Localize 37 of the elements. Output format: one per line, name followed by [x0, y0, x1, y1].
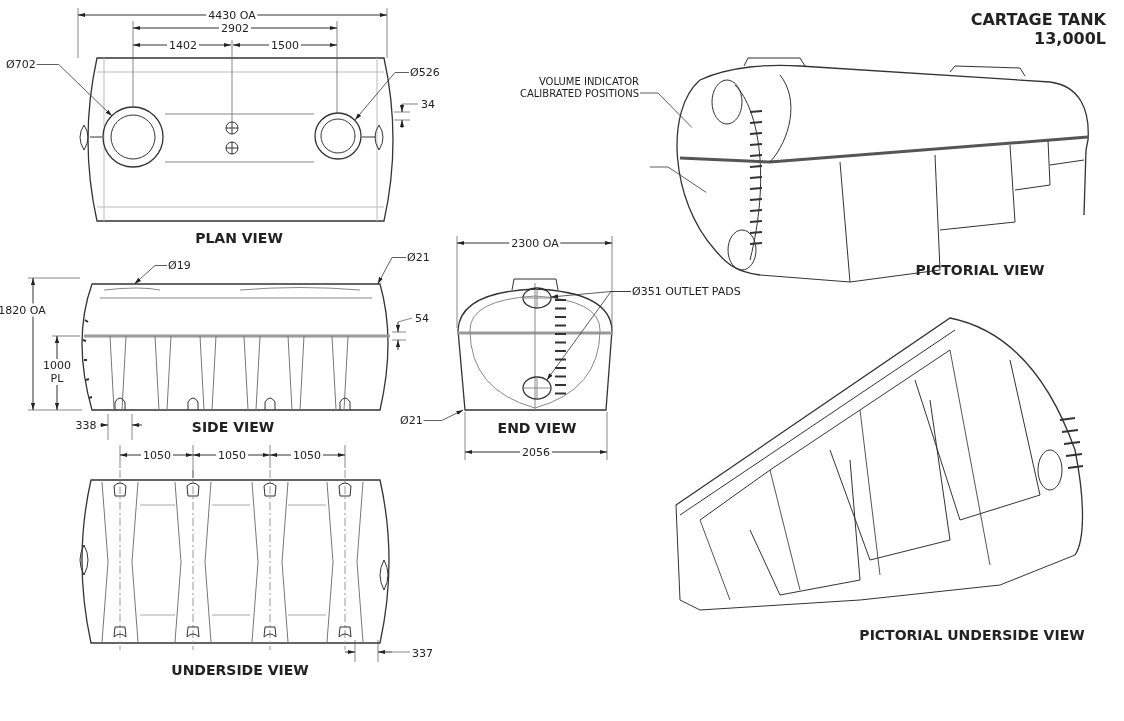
dimension-value: 4430 OA — [206, 8, 258, 22]
dimension-value: 54 — [415, 311, 429, 325]
view-title: SIDE VIEW — [191, 419, 275, 435]
dimension-value: 338 — [73, 418, 99, 432]
view-title: PICTORIAL UNDERSIDE VIEW — [859, 627, 1085, 643]
tank-side-drawing — [81, 283, 390, 411]
dimension-value: 1050 — [216, 448, 248, 462]
dimension-value: 1500 — [269, 38, 301, 52]
pipe-opening — [102, 106, 164, 168]
dimension-value: 1050 — [291, 448, 323, 462]
outlet-pad — [522, 287, 552, 309]
view-title: PLAN VIEW — [195, 230, 283, 246]
view-title: UNDERSIDE VIEW — [171, 662, 309, 678]
callout-label: VOLUME INDICATOR CALIBRATED POSITIONS — [517, 76, 639, 100]
callout-label: Ø702 — [6, 58, 36, 71]
leader-line — [639, 92, 693, 128]
dimension-value: 2300 OA — [509, 236, 561, 250]
tank-end-drawing — [457, 278, 613, 411]
dimension-value: 1402 — [167, 38, 199, 52]
dimension-value: 34 — [421, 97, 435, 111]
callout-label: Ø19 — [168, 259, 191, 272]
callout-label: Ø21 — [400, 414, 423, 427]
tank-pictorial-drawing — [676, 57, 1089, 283]
view-title: END VIEW — [497, 420, 577, 436]
view-title: PICTORIAL VIEW — [915, 262, 1045, 278]
callout-label: Ø21 — [407, 251, 430, 264]
outlet-pad — [522, 376, 552, 400]
dimension-value: 337 — [412, 646, 433, 660]
dimension-value: 1820 OA — [0, 303, 48, 317]
dimension-value: 2902 — [219, 21, 251, 35]
callout-label: Ø351 OUTLET PADS — [632, 285, 741, 298]
pipe-opening — [314, 112, 362, 160]
callout-label: Ø526 — [410, 66, 440, 79]
dimension-value: 2056 — [520, 445, 552, 459]
drawing-title: CARTAGE TANK 13,000L — [969, 10, 1106, 48]
leader-line — [649, 166, 707, 193]
dimension-value: 1050 — [141, 448, 173, 462]
